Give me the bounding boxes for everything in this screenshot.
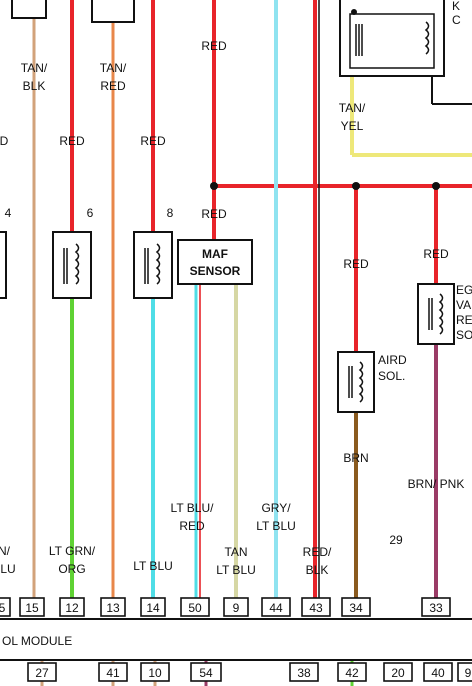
label-lt-grn-org-2: ORG [58,562,85,576]
maf-label-1: MAF [202,247,228,261]
circuit-number-6: 6 [87,206,94,220]
maf-label-2: SENSOR [190,264,241,278]
aird-label-2: SOL. [378,369,405,383]
label-tan-lt-blu-2: LT BLU [216,563,256,577]
egr-label-1: EG [456,283,472,297]
maf-sensor: MAF SENSOR [177,239,253,285]
top-right-component [339,0,445,77]
pin-40: 40 [431,666,445,680]
egr-label-4: SO [456,328,472,342]
label-red-egr: RED [423,247,449,261]
label-tan-blk-2: BLK [23,79,46,93]
pin-42: 42 [345,666,359,680]
aird-solenoid [337,351,375,413]
component-partial-left [11,0,47,19]
pin-50: 50 [188,601,202,615]
label-tan-lt-blu-1: TAN [224,545,247,559]
label-left-edge-blu-1: N/ [0,544,11,558]
pin-44: 44 [269,601,283,615]
label-tan-yel-2: YEL [341,119,364,133]
label-brn-pnk: BRN/ PNK [408,477,465,491]
wires [32,0,472,686]
pin-41: 41 [106,666,120,680]
top-right-label-1: K [452,0,460,13]
pin-10: 10 [148,666,162,680]
wire-labels: TAN/ BLK TAN/ RED RED D RED RED RED RED … [0,39,464,577]
label-lt-blu: LT BLU [133,559,173,573]
circuit-number-4: 4 [5,206,12,220]
pin-14: 14 [146,601,160,615]
pcm-connector: OL MODULE 5 15 12 13 14 50 9 44 43 34 33 [0,597,472,682]
component-partial-tan-red [91,0,135,23]
top-right-label-2: C [452,13,461,27]
pin-43: 43 [309,601,323,615]
pin-5: 5 [0,601,6,615]
pin-15: 15 [25,601,39,615]
label-red-aird: RED [343,257,369,271]
circuit-numbers: 4 6 8 29 [5,206,403,547]
label-red-top: RED [201,39,227,53]
egr-label-3: RE [456,313,472,327]
pin-34: 34 [349,601,363,615]
bottom-pin-row: 27 41 10 54 38 42 20 40 9 [27,662,472,682]
pin-20: 20 [391,666,405,680]
solenoid-6 [52,231,92,299]
pin-9-bottom: 9 [465,666,472,680]
top-pin-row: 5 15 12 13 14 50 9 44 43 34 33 [0,597,451,617]
label-tan-red-2: RED [100,79,126,93]
egr-label-2: VA [456,298,471,312]
pin-12: 12 [65,601,79,615]
label-red-left-edge: D [0,134,9,148]
label-gry-lt-blu-1: GRY/ [261,501,291,515]
pin-13: 13 [106,601,120,615]
label-tan-blk-1: TAN/ [21,61,48,75]
label-red-12: RED [59,134,85,148]
module-label: OL MODULE [2,634,72,648]
solenoid-8 [133,231,173,299]
label-brn: BRN [343,451,368,465]
pin-9: 9 [233,601,240,615]
label-red-blk-2: BLK [306,563,329,577]
pin-33: 33 [429,601,443,615]
label-gry-lt-blu-2: LT BLU [256,519,296,533]
egr-solenoid [417,283,455,345]
label-red-14: RED [140,134,166,148]
pin-54: 54 [199,666,213,680]
junction-dot [352,182,360,190]
label-left-edge-blu-2: BLU [0,562,16,576]
label-tan-yel-1: TAN/ [339,101,366,115]
pin-27: 27 [35,666,49,680]
circuit-number-29: 29 [389,533,403,547]
pin-38: 38 [297,666,311,680]
label-lt-grn-org-1: LT GRN/ [49,544,96,558]
component-partial-edge [0,231,7,299]
junction-dot [210,182,218,190]
label-tan-red-1: TAN/ [100,61,127,75]
circuit-number-8: 8 [167,206,174,220]
label-red-blk-1: RED/ [303,545,332,559]
aird-label-1: AIRD [378,353,407,367]
label-lt-blu-red-1: LT BLU/ [171,501,215,515]
label-lt-blu-red-2: RED [179,519,205,533]
label-red-maf: RED [201,207,227,221]
junction-dot [432,182,440,190]
component-labels: AIRD SOL. EG VA RE SO K C [378,0,472,383]
